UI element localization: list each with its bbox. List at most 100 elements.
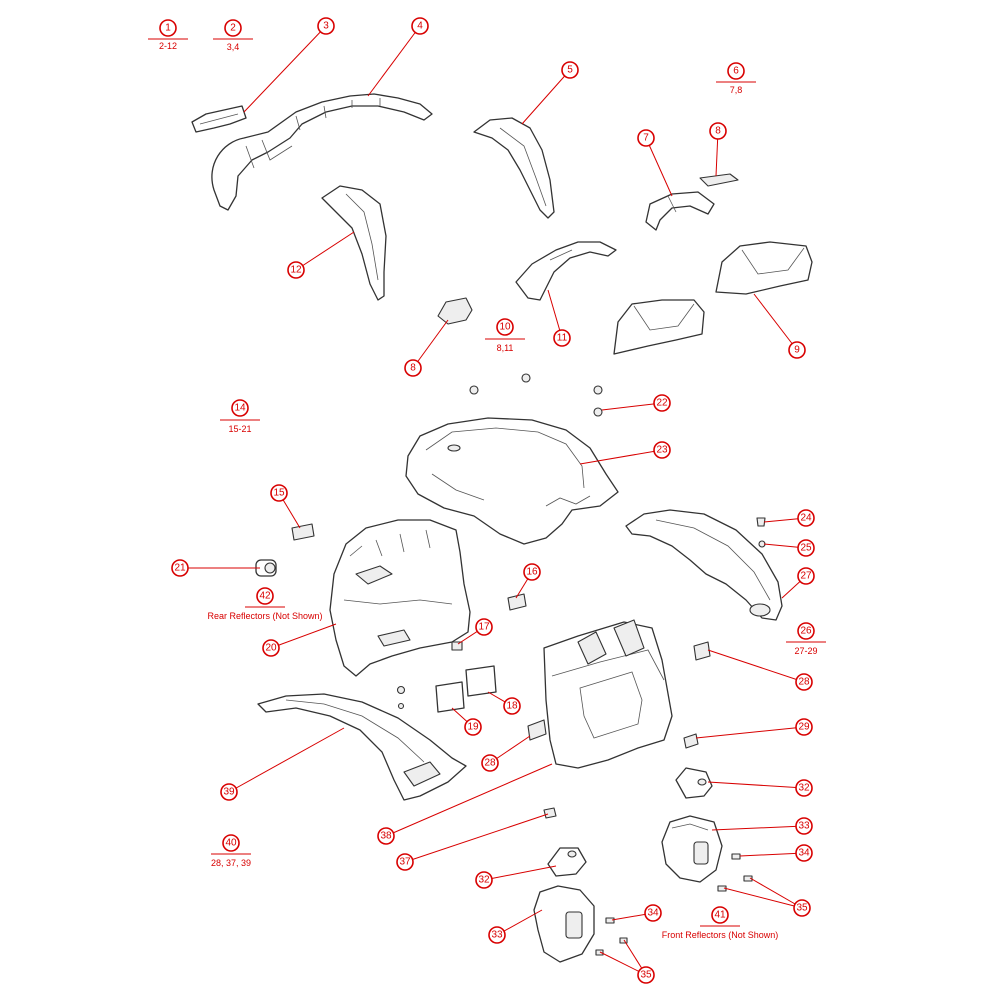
callout-9: 9	[788, 341, 806, 359]
callout-34: 34	[795, 844, 813, 862]
group-sub-label: 28, 37, 39	[211, 858, 251, 868]
callout-number: 14	[234, 403, 246, 414]
callout-number: 28	[484, 758, 496, 769]
callout-19: 19	[464, 718, 482, 736]
group-sub-label: 2-12	[159, 41, 177, 51]
part-32-bracket-right	[675, 767, 713, 799]
part-33-housing-right	[661, 815, 723, 883]
group-sub-label: Rear Reflectors (Not Shown)	[207, 611, 322, 621]
group-sub-label: 8,11	[497, 343, 514, 353]
group-label-26: 26 27-29	[786, 622, 826, 656]
group-sub-label: 27-29	[794, 646, 817, 656]
group-sub-label: 7,8	[730, 85, 743, 95]
group-label-1: 1 2-12	[148, 19, 188, 51]
callout-number: 32	[478, 875, 490, 886]
callout-32b: 32	[475, 871, 493, 889]
part-20-inner-fairing	[329, 519, 471, 677]
callout-number: 12	[290, 265, 302, 276]
part-15-label	[291, 523, 315, 541]
callout-number: 3	[323, 21, 329, 32]
part-33-housing-left	[533, 885, 595, 963]
part-28-tab-left	[527, 719, 547, 741]
part-35-screws-right	[717, 875, 753, 892]
callout-number: 29	[798, 722, 810, 733]
group-label-6: 6 7,8	[716, 62, 756, 95]
callout-5: 5	[561, 61, 579, 79]
callout-24: 24	[797, 509, 815, 527]
callout-number: 35	[796, 903, 808, 914]
callout-number: 33	[798, 821, 810, 832]
callout-number: 16	[526, 567, 538, 578]
callout-number: 17	[478, 622, 490, 633]
callout-number: 38	[380, 831, 392, 842]
callout-20: 20	[262, 639, 280, 657]
part-12-side-panel	[321, 185, 387, 301]
part-39-front-fender	[257, 693, 467, 801]
callout-18: 18	[503, 697, 521, 715]
callout-16: 16	[523, 563, 541, 581]
callout-number: 42	[259, 591, 271, 602]
callout-29: 29	[795, 718, 813, 736]
callout-number: 4	[417, 21, 423, 32]
callout-number: 28	[798, 677, 810, 688]
callout-38: 38	[377, 827, 395, 845]
part-34-screw-right	[731, 853, 741, 860]
callout-8b: 8	[404, 359, 422, 377]
callout-8: 8	[709, 122, 727, 140]
part-29-clip	[683, 733, 699, 749]
callout-number: 15	[273, 488, 285, 499]
callout-number: 26	[800, 626, 812, 637]
callout-number: 11	[557, 333, 568, 344]
part-16-label	[507, 593, 527, 611]
part-9-scoop-right	[715, 241, 813, 295]
part-17-clip	[451, 641, 463, 651]
callout-number: 2	[230, 23, 236, 34]
part-8-pad-top	[699, 173, 739, 187]
group-label-42: 42 Rear Reflectors (Not Shown)	[207, 587, 323, 621]
part-4-upper-fairing	[211, 93, 433, 211]
callout-number: 8	[715, 126, 721, 137]
part-38-storage-box	[543, 619, 673, 769]
callout-number: 8	[410, 363, 416, 374]
part-9-scoop-left	[613, 299, 705, 355]
callout-4: 4	[411, 17, 429, 35]
callout-21: 21	[171, 559, 189, 577]
callout-number: 40	[225, 838, 237, 849]
part-37-small-clip	[543, 807, 557, 819]
callout-39: 39	[220, 783, 238, 801]
callout-number: 37	[399, 857, 411, 868]
callout-number: 20	[265, 643, 277, 654]
callout-number: 6	[733, 66, 739, 77]
part-8-pad-lower	[437, 297, 473, 325]
part-5-side-fairing	[473, 117, 555, 219]
leader-lines	[180, 25, 807, 976]
callouts: 3 4 5 7 8 12 11 8 9 22 23 15 24 25 21 16…	[171, 17, 815, 984]
callout-number: 34	[798, 848, 810, 859]
callout-33: 33	[795, 817, 813, 835]
part-19-pad	[435, 681, 465, 713]
part-3-gasket	[191, 105, 247, 133]
part-21-plug	[255, 559, 277, 577]
part-11-curved-bracket	[515, 241, 617, 301]
callout-37: 37	[396, 853, 414, 871]
callout-22: 22	[653, 394, 671, 412]
group-sub-label: 3,4	[227, 42, 240, 52]
callout-11: 11	[553, 329, 571, 347]
callout-number: 33	[491, 930, 503, 941]
group-label-10: 10 8,11	[485, 318, 525, 353]
part-35-screws-left	[595, 937, 628, 956]
callout-27: 27	[797, 567, 815, 585]
callout-number: 35	[640, 970, 652, 981]
callout-7: 7	[637, 129, 655, 147]
part-18-pad	[465, 665, 497, 697]
callout-number: 19	[467, 722, 479, 733]
callout-35b: 35	[637, 966, 655, 984]
callout-number: 32	[798, 783, 810, 794]
group-label-40: 40 28, 37, 39	[211, 834, 251, 868]
part-7-curved-cover	[645, 191, 715, 231]
callout-number: 23	[656, 445, 668, 456]
callout-number: 7	[643, 133, 649, 144]
group-label-14: 14 15-21	[220, 399, 260, 434]
callout-3: 3	[317, 17, 335, 35]
